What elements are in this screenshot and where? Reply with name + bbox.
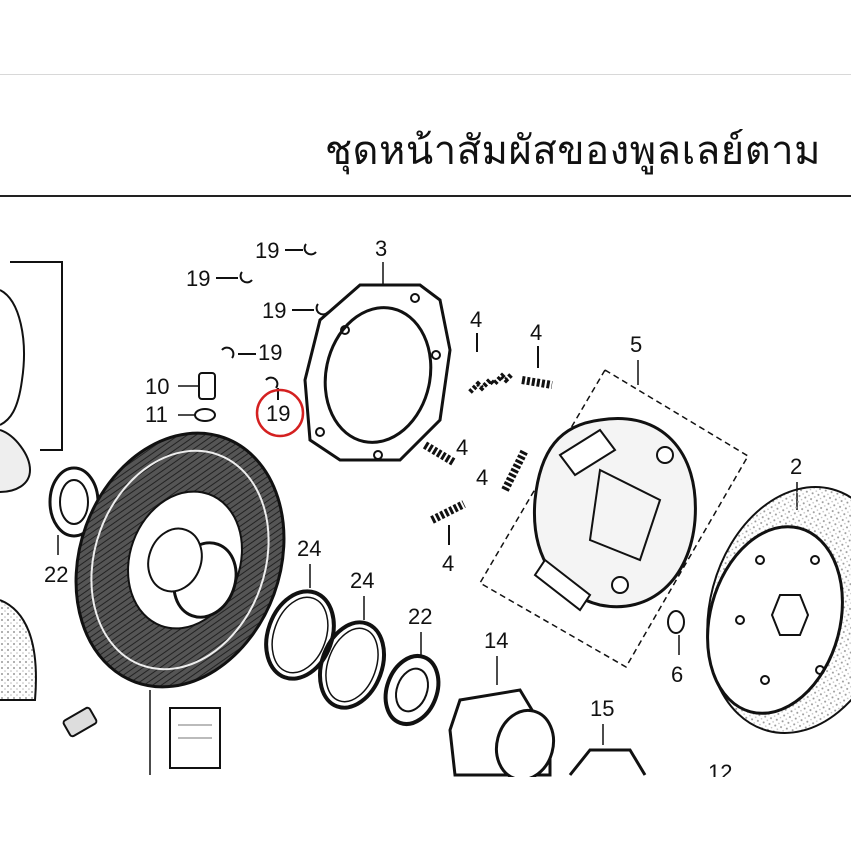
exploded-view-drawing: 22 10 11 19 1 xyxy=(0,236,851,777)
label-11: 11 xyxy=(145,402,168,427)
label-5: 5 xyxy=(630,332,642,357)
label-19-4: 19 xyxy=(258,340,282,365)
label-4-3: 4 xyxy=(456,435,468,460)
title-underline xyxy=(0,195,851,197)
o-ring-24-a: 24 xyxy=(264,536,336,681)
diagram-title: ชุดหน้าสัมผัสของพูลเลย์ตาม xyxy=(324,128,821,174)
drive-plate-assembly xyxy=(74,431,286,775)
label-19-2: 19 xyxy=(186,266,210,291)
oil-seal-22-left: 22 xyxy=(44,466,100,587)
label-12: 12 xyxy=(708,760,732,777)
label-4-4: 4 xyxy=(476,465,488,490)
label-22-left: 22 xyxy=(44,562,68,587)
label-15: 15 xyxy=(590,696,614,721)
nut-6: 6 xyxy=(667,610,685,687)
collar-14: 14 xyxy=(448,628,556,777)
label-24-1: 24 xyxy=(297,536,321,561)
label-4-5: 4 xyxy=(442,551,454,576)
label-4-1: 4 xyxy=(470,307,482,332)
oil-seal-22-right: 22 xyxy=(383,604,441,726)
highlighted-clip-19-callout: 19 xyxy=(255,388,305,438)
part-12: 12 xyxy=(708,760,732,777)
label-4-2: 4 xyxy=(530,320,542,345)
label-22-right: 22 xyxy=(408,604,432,629)
spring-4-group: 4 4 4 4 4 xyxy=(422,307,553,576)
label-3: 3 xyxy=(375,236,387,261)
label-19-1: 19 xyxy=(255,238,279,263)
label-19-3: 19 xyxy=(262,298,286,323)
clutch-weight-assembly-5: 5 xyxy=(478,332,750,669)
washer-11: 11 xyxy=(145,402,216,427)
part-15: 15 xyxy=(568,696,647,776)
clutch-outer-2: 2 xyxy=(706,454,851,734)
label-14: 14 xyxy=(484,628,508,653)
label-2: 2 xyxy=(790,454,802,479)
bolt-10: 10 xyxy=(145,372,216,400)
top-divider xyxy=(0,74,851,75)
label-10: 10 xyxy=(145,374,169,399)
label-24-2: 24 xyxy=(350,568,374,593)
clip-19-group: 19 19 19 19 xyxy=(186,238,329,400)
o-ring-24-b: 24 xyxy=(318,568,386,710)
gasket-3: 3 xyxy=(303,236,452,462)
left-housing-part xyxy=(0,261,98,738)
label-19-highlighted: 19 xyxy=(266,401,290,426)
label-6: 6 xyxy=(671,662,683,687)
